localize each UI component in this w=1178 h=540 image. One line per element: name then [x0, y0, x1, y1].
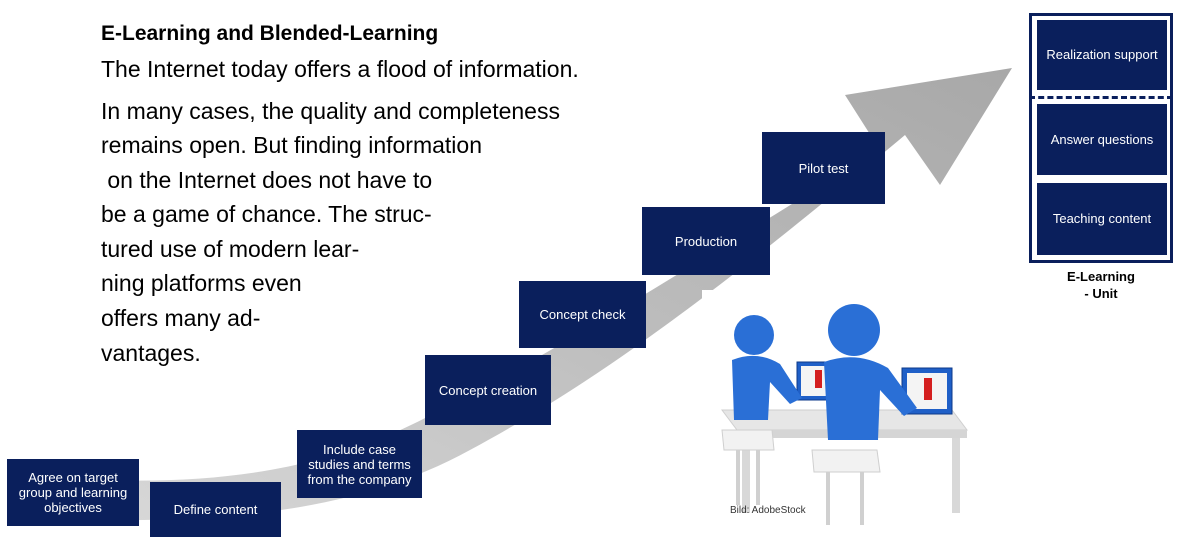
arrow-body — [100, 68, 1012, 521]
unit-divider — [1029, 96, 1173, 99]
page-title: E-Learning and Blended-Learning — [101, 22, 439, 45]
body-line: offers many ad- — [101, 305, 261, 331]
step-include-case-studies: Include case studies and terms from the … — [297, 430, 422, 498]
stock-illustration — [702, 290, 972, 532]
body-line: ning platforms even — [101, 270, 302, 296]
step-concept-creation: Concept creation — [425, 355, 551, 425]
body-line: The Internet today offers a flood of inf… — [101, 56, 579, 82]
body-line: on the Internet does not have to — [101, 167, 433, 193]
step-pilot-test: Pilot test — [762, 132, 885, 204]
body-line: In many cases, the quality and completen… — [101, 98, 560, 124]
photo-credit: Bild: AdobeStock — [730, 505, 806, 516]
step-concept-check: Concept check — [519, 281, 646, 348]
unit-realization-support: Realization support — [1037, 20, 1167, 90]
body-line: remains open. But finding information — [101, 132, 482, 158]
unit-caption-line2: - Unit — [1084, 286, 1118, 301]
body-line: be a game of chance. The struc- — [101, 201, 432, 227]
unit-answer-questions: Answer questions — [1037, 104, 1167, 175]
body-line: tured use of modern lear- — [101, 236, 360, 262]
step-production: Production — [642, 207, 770, 275]
unit-teaching-content: Teaching content — [1037, 183, 1167, 255]
unit-caption-line1: E-Learning — [1067, 269, 1135, 284]
body-line: vantages. — [101, 340, 201, 366]
unit-caption: E-Learning - Unit — [1029, 268, 1173, 302]
step-agree-target-group: Agree on target group and learning objec… — [7, 459, 139, 526]
step-define-content: Define content — [150, 482, 281, 537]
